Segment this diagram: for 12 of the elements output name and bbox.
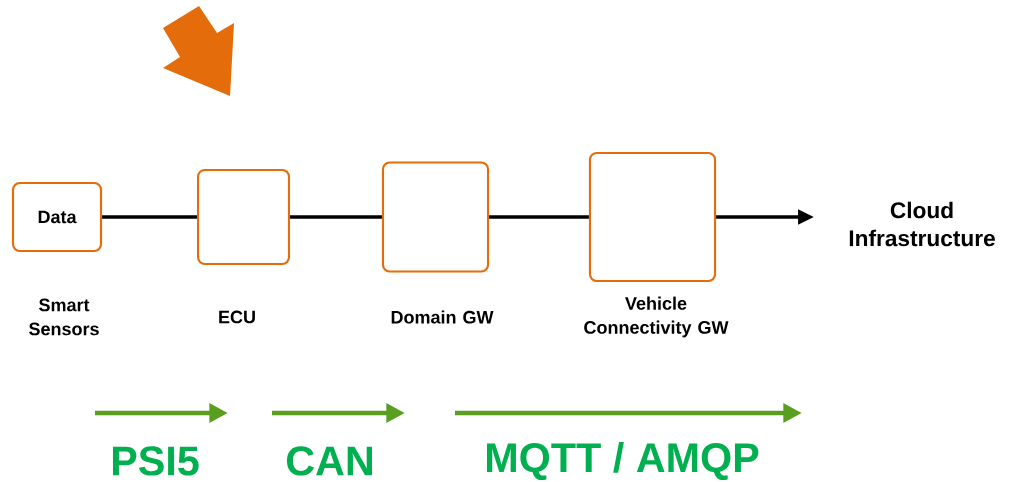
connector-line [290,215,382,219]
node-caption: Vehicle Connectivity GW [584,296,729,338]
node-caption: ECU [219,310,255,324]
destination-label: Cloud Infrastructure [849,201,995,247]
protocol-label: MQTT / AMQP [487,441,759,481]
protocol-label: PSI5 [112,446,199,476]
node-caption: Domain GW [391,310,494,324]
data-box: Data [11,181,103,253]
connector-line [489,215,589,219]
protocol-label: CAN [286,446,372,476]
connector-line [102,215,197,219]
node-caption: Smart Sensors [29,298,99,336]
